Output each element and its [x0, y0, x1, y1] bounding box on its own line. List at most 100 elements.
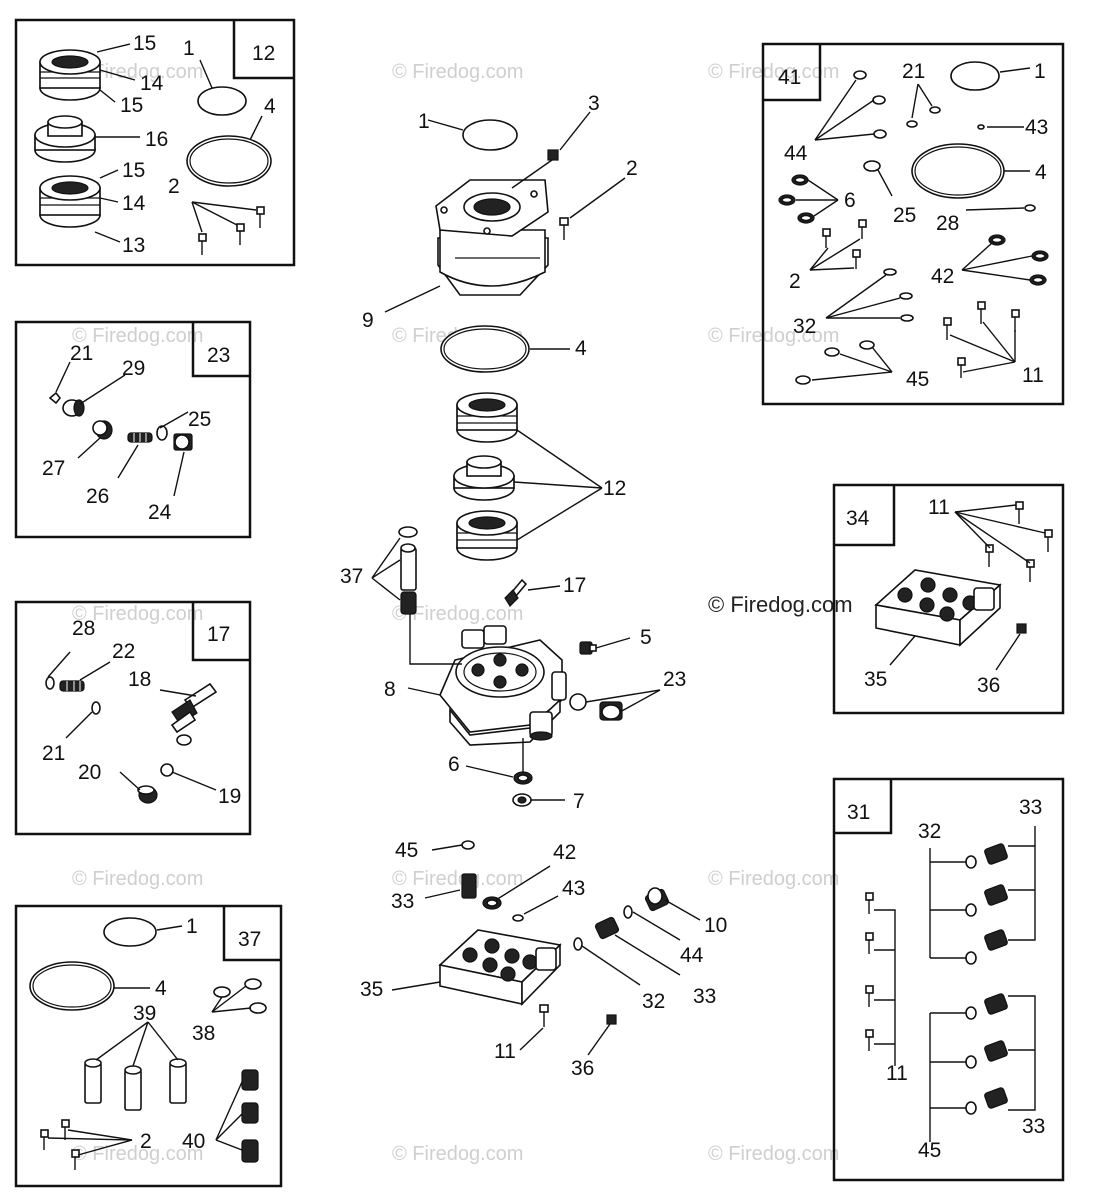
o-ring-icon	[45, 676, 55, 690]
part-label: 26	[86, 485, 109, 508]
part-label: 13	[122, 234, 145, 257]
spring-icon	[984, 843, 1008, 951]
part-label: 22	[112, 640, 135, 663]
part-label: 33	[693, 985, 716, 1008]
kit-box-tab	[232, 20, 294, 80]
kit-box-tab	[191, 322, 250, 378]
spring-icon	[984, 993, 1008, 1109]
part-label: 33	[1022, 1115, 1045, 1138]
valve-head-assembly: 45 42 33 43 10 44 35 32 33 11 36	[360, 839, 727, 1080]
bushing-icon	[453, 455, 515, 501]
part-label: 42	[931, 265, 954, 288]
part-label: 7	[573, 790, 585, 813]
bearing-icon	[39, 175, 101, 228]
part-label: 2	[789, 270, 801, 293]
kit-number: 31	[847, 801, 870, 824]
watermark: © Firedog.com	[392, 868, 523, 890]
plunger-icon	[398, 526, 418, 615]
part-label: 4	[575, 337, 587, 360]
part-label: 20	[78, 761, 101, 784]
part-label: 43	[562, 877, 585, 900]
part-label: 37	[340, 565, 363, 588]
spring-icon	[59, 680, 85, 692]
o-ring-icon	[461, 840, 475, 850]
seal-icon	[213, 978, 267, 1014]
part-label: 9	[362, 309, 374, 332]
screw-icon	[539, 1004, 549, 1027]
seat-icon	[137, 785, 158, 804]
o-ring-icon	[91, 701, 101, 715]
watermark: © Firedog.com	[708, 325, 839, 347]
kit-box-border	[14, 904, 283, 1188]
kit-box-tab	[191, 602, 250, 662]
part-label: 4	[155, 977, 167, 1000]
kit-number: 12	[252, 42, 275, 65]
part-label: 15	[133, 32, 156, 55]
kit-box-37: 37	[14, 904, 283, 1188]
kit-number: 17	[207, 623, 230, 646]
kit-box-tab	[834, 485, 896, 547]
watermark: © Firedog.com	[72, 1143, 203, 1165]
part-label: 45	[906, 368, 929, 391]
part-label: 19	[218, 785, 241, 808]
part-label: 42	[553, 841, 576, 864]
screw-icon	[559, 217, 569, 240]
ball-icon	[160, 763, 174, 777]
part-label: 24	[148, 501, 172, 524]
part-label: 12	[603, 477, 626, 500]
plug-icon	[1016, 623, 1027, 634]
kit-box-31: 31	[832, 777, 1065, 1182]
o-ring-icon	[950, 61, 1000, 91]
watermark: © Firedog.com	[392, 61, 523, 83]
o-ring-icon	[512, 914, 524, 922]
part-label: 1	[186, 915, 198, 938]
part-label: 11	[928, 496, 950, 519]
bearing-icon	[456, 510, 518, 561]
o-ring-icon	[197, 86, 247, 116]
spring-icon	[127, 432, 153, 443]
watermark: © Firedog.com	[708, 61, 839, 83]
seal-icon	[795, 268, 914, 385]
part-label: 1	[1034, 60, 1046, 83]
o-ring-icon	[462, 119, 518, 151]
valve-head-icon	[874, 569, 1002, 647]
part-label: 36	[977, 674, 1000, 697]
spring-icon	[241, 1069, 259, 1163]
watermark: © Firedog.com	[72, 325, 203, 347]
watermark-prominent: © Firedog.com	[708, 592, 853, 617]
watermark: © Firedog.com	[72, 868, 203, 890]
screw-icon	[985, 501, 1053, 582]
crankcase-icon	[435, 179, 549, 296]
kit-number: 37	[238, 928, 261, 951]
main-assembly: 1 3 2 9 4 12 37 17 5 8 23 6 7	[340, 92, 686, 813]
kit-box-border	[14, 320, 252, 539]
part-label: 29	[122, 357, 145, 380]
part-label: 4	[264, 95, 276, 118]
part-label: 14	[122, 192, 146, 215]
part-label: 27	[42, 457, 65, 480]
bushing-icon	[34, 115, 96, 163]
bearing-icon	[456, 392, 518, 443]
part-label: 36	[571, 1057, 594, 1080]
screw-icon	[40, 1119, 80, 1170]
part-label: 33	[1019, 796, 1042, 819]
part-label: 21	[902, 60, 925, 83]
seal-icon	[965, 1006, 977, 1115]
part-label: 40	[182, 1130, 205, 1153]
plug-icon	[173, 433, 193, 451]
kit-box-34: 34 11 35 36	[832, 483, 1065, 715]
part-label: 39	[133, 1002, 156, 1025]
part-label: 44	[784, 142, 808, 165]
kit-box-border	[761, 42, 1065, 406]
part-label: 43	[1025, 116, 1048, 139]
part-label: 2	[168, 175, 180, 198]
o-ring-icon	[186, 135, 272, 187]
part-label: 25	[188, 408, 211, 431]
part-label: 6	[844, 189, 856, 212]
part-label: 44	[680, 944, 704, 967]
part-label: 23	[663, 668, 686, 691]
o-ring-icon	[29, 961, 115, 1011]
kit-box-12: 12	[14, 18, 296, 267]
watermark: © Firedog.com	[708, 1143, 839, 1165]
valve-body-icon	[92, 420, 113, 440]
